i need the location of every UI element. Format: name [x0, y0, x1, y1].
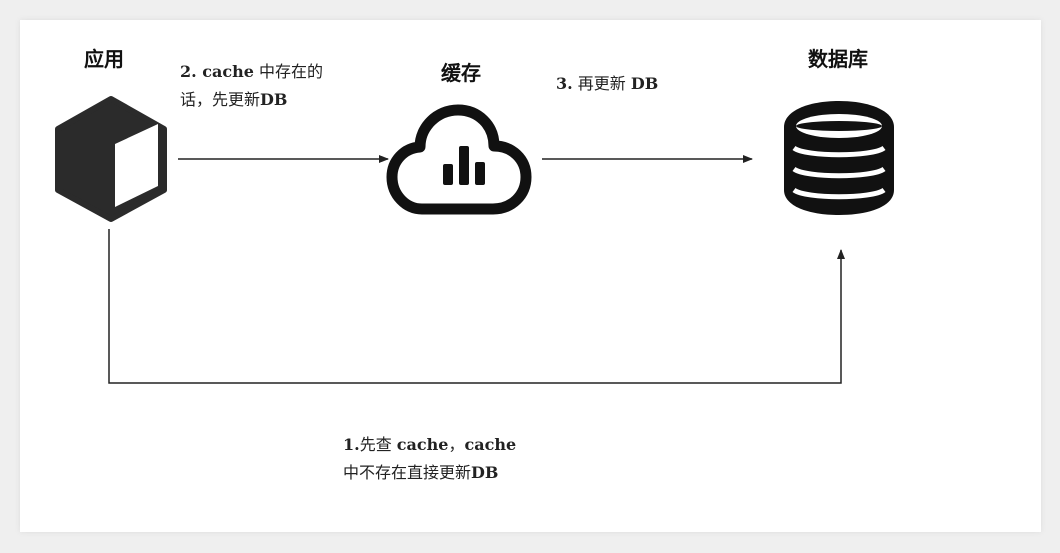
cache-to-db-note: 3. 再更新 DB	[556, 74, 659, 93]
app-to-cache-note-line1: 2. cache 中存在的	[180, 62, 324, 81]
cache-label: 缓存	[441, 61, 481, 85]
cloud-chart-icon	[386, 104, 532, 215]
app-to-cache-note: 2. cache 中存在的 话，先更新DB	[180, 58, 323, 114]
app-to-db-note-line1: 1.先查 cache，cache	[343, 435, 517, 454]
db-label: 数据库	[808, 47, 868, 71]
app-to-db-note: 1.先查 cache，cache 中不存在直接更新DB	[343, 431, 516, 487]
app-to-cache-note-line2: 话，先更新DB	[180, 90, 288, 109]
app-to-db-arrow	[108, 229, 845, 384]
cube-icon	[55, 96, 167, 222]
database-icon	[784, 101, 894, 215]
app-label: 应用	[84, 47, 124, 71]
app-to-db-note-line2: 中不存在直接更新DB	[343, 463, 499, 482]
